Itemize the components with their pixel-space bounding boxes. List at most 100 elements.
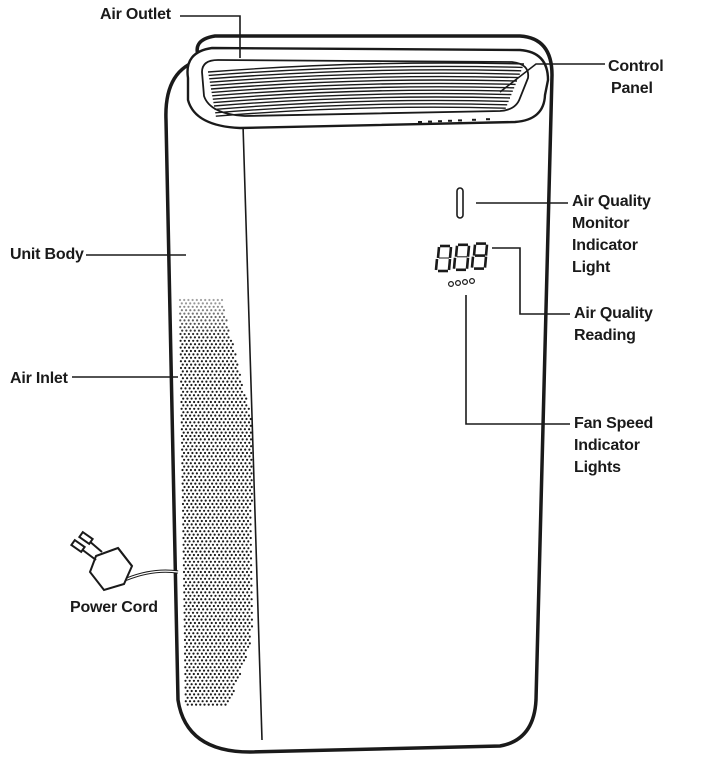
inlet-hole	[193, 400, 196, 404]
inlet-hole	[191, 445, 194, 448]
inlet-hole	[182, 530, 185, 533]
inlet-hole	[209, 574, 213, 577]
inlet-hole	[199, 438, 202, 441]
inlet-hole	[233, 604, 236, 608]
inlet-hole	[198, 635, 201, 638]
inlet-hole	[205, 574, 208, 577]
inlet-hole	[193, 574, 196, 577]
inlet-hole	[194, 669, 197, 672]
inlet-hole	[195, 591, 198, 594]
inlet-hole	[191, 458, 194, 461]
inlet-hole	[194, 370, 197, 373]
inlet-hole	[246, 513, 249, 516]
inlet-hole	[246, 479, 249, 482]
inlet-hole	[238, 540, 241, 543]
inlet-hole	[188, 387, 191, 390]
inlet-hole	[250, 570, 253, 574]
inlet-hole	[190, 669, 193, 672]
inlet-hole	[208, 445, 211, 448]
inlet-hole	[202, 363, 205, 366]
inlet-hole	[200, 305, 203, 308]
inlet-hole	[183, 506, 186, 509]
inlet-hole	[195, 557, 198, 560]
inlet-hole	[197, 407, 200, 410]
inlet-hole	[230, 574, 234, 577]
inlet-hole	[228, 431, 231, 434]
inlet-hole	[198, 509, 201, 512]
inlet-hole	[224, 523, 227, 526]
inlet-hole	[250, 577, 253, 580]
inlet-hole	[202, 448, 205, 451]
inlet-hole	[196, 533, 199, 536]
inlet-hole	[221, 472, 224, 475]
inlet-hole	[229, 458, 232, 461]
inlet-hole	[179, 353, 182, 356]
inlet-hole	[221, 305, 224, 308]
inlet-hole	[245, 570, 249, 574]
inlet-hole	[202, 649, 205, 652]
inlet-hole	[190, 377, 193, 380]
inlet-hole	[209, 560, 212, 563]
inlet-hole	[210, 455, 213, 458]
inlet-hole	[189, 581, 192, 584]
inlet-hole	[209, 645, 212, 648]
inlet-hole	[220, 404, 223, 407]
inlet-hole	[226, 414, 229, 417]
inlet-hole	[237, 424, 240, 427]
inlet-hole	[243, 400, 246, 404]
inlet-hole	[244, 468, 247, 472]
inlet-hole	[196, 519, 199, 523]
inlet-hole	[217, 499, 220, 502]
inlet-hole	[186, 377, 189, 380]
inlet-hole	[191, 604, 194, 608]
inlet-hole	[191, 479, 194, 482]
inlet-hole	[233, 465, 236, 468]
inlet-hole	[241, 451, 244, 455]
inlet-hole	[246, 492, 249, 495]
inlet-hole	[183, 492, 186, 495]
inlet-hole	[236, 383, 239, 387]
inlet-hole	[214, 601, 217, 604]
inlet-hole	[236, 509, 239, 512]
inlet-hole	[193, 700, 196, 703]
inlet-hole	[228, 377, 231, 380]
inlet-hole	[209, 387, 212, 390]
inlet-hole	[196, 380, 200, 383]
inlet-hole	[220, 689, 223, 693]
inlet-hole	[233, 557, 236, 560]
inlet-hole	[198, 475, 201, 478]
inlet-hole	[180, 394, 183, 397]
inlet-hole	[189, 315, 192, 319]
inlet-hole	[227, 448, 230, 451]
inlet-hole	[200, 366, 204, 370]
inlet-hole	[217, 492, 220, 495]
inlet-hole	[204, 458, 207, 461]
inlet-hole	[226, 366, 229, 370]
inlet-hole	[244, 615, 247, 618]
inlet-hole	[206, 489, 210, 492]
inlet-hole	[216, 564, 219, 567]
inlet-hole	[181, 349, 184, 353]
inlet-hole	[212, 458, 215, 461]
inlet-hole	[183, 332, 186, 336]
inlet-hole	[199, 523, 202, 526]
inlet-hole	[206, 475, 209, 478]
inlet-hole	[227, 655, 231, 659]
inlet-hole	[202, 322, 205, 325]
inlet-hole	[227, 489, 231, 492]
inlet-hole	[197, 315, 200, 319]
inlet-hole	[234, 645, 237, 648]
inlet-hole	[219, 655, 222, 659]
inlet-hole	[185, 635, 188, 638]
grille-line	[209, 69, 522, 80]
inlet-hole	[188, 672, 191, 676]
inlet-hole	[185, 370, 189, 373]
inlet-hole	[218, 686, 221, 689]
inlet-hole	[194, 662, 197, 665]
inlet-hole	[199, 451, 202, 455]
inlet-hole	[194, 489, 197, 492]
inlet-hole	[207, 557, 211, 560]
inlet-hole	[249, 431, 252, 434]
inlet-hole	[203, 516, 206, 519]
